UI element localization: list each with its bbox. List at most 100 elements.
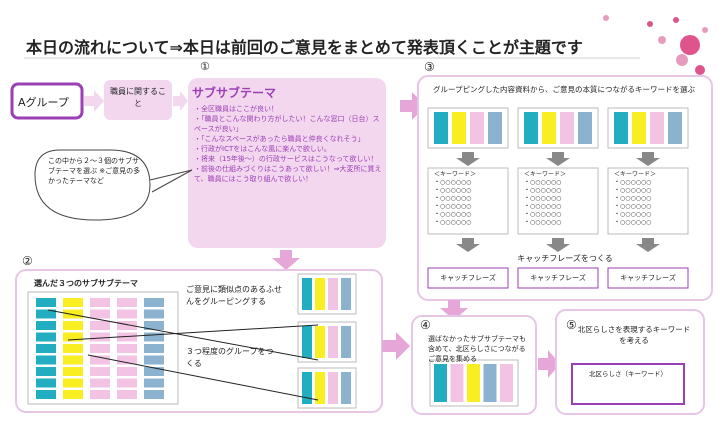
sticky-note bbox=[90, 355, 110, 365]
step3-number: ③ bbox=[424, 60, 435, 74]
sticky-note bbox=[117, 367, 137, 376]
down-arrow bbox=[636, 152, 660, 166]
subtheme-bullet-list: ・全区職員はここが良い！ ・「職員とこんな関わり方がしたい！こんな窓口（日台）ス… bbox=[194, 104, 384, 184]
step3-header: グループピングした内容資料から、ご意見の本質につながるキーワードを選ぶ bbox=[432, 85, 696, 94]
sticky-note bbox=[668, 112, 682, 144]
sticky-note bbox=[144, 355, 164, 365]
sticky-note bbox=[36, 309, 56, 319]
keyword-list: ＜キーワード＞・○○○○○○・○○○○○○・○○○○○○・○○○○○○・○○○○… bbox=[614, 171, 684, 227]
sticky-note bbox=[328, 326, 338, 358]
sticky-note bbox=[328, 278, 338, 310]
sticky-note bbox=[434, 112, 448, 144]
step1-number: ① bbox=[200, 60, 210, 73]
subtheme-panel bbox=[188, 78, 386, 248]
keyword-box bbox=[427, 167, 509, 235]
keyword-item: ・○○○○○○ bbox=[524, 203, 562, 210]
sticky-note bbox=[144, 378, 164, 388]
keyword-box bbox=[607, 167, 689, 235]
sticky-note bbox=[614, 112, 628, 144]
sticky-note bbox=[578, 112, 592, 144]
sticky-note bbox=[117, 355, 137, 365]
down-arrow bbox=[546, 238, 570, 252]
keyword-item: ・○○○○○○ bbox=[614, 203, 652, 210]
note-text: この中から２〜３個のサブサブテーマを選ぶ ※ご意見の多かったテーマなど bbox=[48, 157, 141, 185]
sticky-note bbox=[144, 344, 164, 353]
sticky-note bbox=[36, 298, 56, 307]
subtheme-heading: サブサブテーマ bbox=[192, 86, 277, 100]
step4-text: 選ばなかったサブサブテーマも含めて、北区らしさにつながるご意見を集める bbox=[428, 335, 526, 363]
sticky-note bbox=[117, 321, 137, 330]
arrow-step1-to-step3 bbox=[400, 92, 426, 120]
keyword-item: ・○○○○○○ bbox=[614, 219, 652, 226]
sticky-note bbox=[90, 321, 110, 330]
arrow-step4-to-step5 bbox=[538, 350, 560, 378]
step3-columns bbox=[427, 107, 689, 289]
keyword-item: ・○○○○○○ bbox=[614, 187, 652, 194]
arrow-step1-to-step2 bbox=[272, 250, 300, 270]
sticky-note bbox=[36, 390, 56, 399]
arrow-step3-to-step4 bbox=[440, 300, 468, 320]
sticky-note bbox=[524, 112, 538, 144]
keyword-item: ・○○○○○○ bbox=[434, 203, 472, 210]
catchphrase-label: キャッチフレーズ bbox=[620, 274, 676, 282]
sticky-note bbox=[90, 298, 110, 307]
catchphrase-box bbox=[517, 267, 599, 289]
arrow-step2-to-step4 bbox=[382, 332, 410, 360]
subtheme-bullet: ・将来（15年後〜）の行政サービスはこうなって欲しい！ bbox=[194, 155, 378, 163]
sticky-note bbox=[90, 367, 110, 376]
sticky-note bbox=[90, 309, 110, 319]
arrow-topic-to-subtheme bbox=[173, 91, 188, 111]
keyword-item: ・○○○○○○ bbox=[524, 211, 562, 218]
sticky-note bbox=[434, 364, 447, 402]
sticky-note bbox=[36, 321, 56, 330]
keyword-item: ・○○○○○○ bbox=[434, 195, 472, 202]
sticky-note bbox=[90, 332, 110, 342]
sticky-note bbox=[63, 367, 83, 376]
sticky-note bbox=[144, 390, 164, 399]
step2-group-boards bbox=[297, 273, 357, 409]
sticky-note bbox=[452, 112, 466, 144]
sticky-note bbox=[144, 298, 164, 307]
catchphrase-label: キャッチフレーズ bbox=[440, 274, 496, 282]
catchphrase-label: キャッチフレーズ bbox=[530, 274, 586, 282]
sticky-note bbox=[144, 367, 164, 376]
sticky-note bbox=[63, 298, 83, 307]
sticky-note bbox=[632, 112, 646, 144]
sticky-note bbox=[90, 378, 110, 388]
step5-text: 北区らしさを表現するキーワードを考える bbox=[577, 325, 691, 345]
keyword-label: ＜キーワード＞ bbox=[434, 171, 477, 178]
a-group-label: Aグループ bbox=[18, 96, 69, 109]
keyword-item: ・○○○○○○ bbox=[434, 187, 472, 194]
a-group-box bbox=[10, 82, 84, 120]
sticky-note bbox=[560, 112, 574, 144]
sticky-note bbox=[36, 355, 56, 365]
sticky-note bbox=[117, 309, 137, 319]
keyword-item: ・○○○○○○ bbox=[524, 195, 562, 202]
keyword-item: ・○○○○○○ bbox=[614, 179, 652, 186]
sticky-note bbox=[63, 321, 83, 330]
topic-label: 職員に関すること bbox=[110, 87, 166, 108]
catchphrase-box bbox=[607, 267, 689, 289]
down-arrow bbox=[456, 238, 480, 252]
sticky-note bbox=[117, 378, 137, 388]
subtheme-bullet: ・前後の仕組みづくりはこうあって欲しい！⇒大変所に質えて、職員にはこう取り組んで… bbox=[194, 165, 382, 183]
sticky-note bbox=[90, 390, 110, 399]
note-callout-tail bbox=[149, 169, 193, 193]
keyword-label: ＜キーワード＞ bbox=[614, 171, 657, 178]
step2-panel-title: 選んだ３つのサブサブテーマ bbox=[34, 279, 138, 288]
sticky-note bbox=[650, 112, 664, 144]
step5-keyword-box bbox=[571, 363, 685, 405]
subtheme-bullet: ・「職員とこんな関わり方がしたい！こんな窓口（日台）スペースが良い」 bbox=[194, 115, 380, 133]
keyword-item: ・○○○○○○ bbox=[524, 219, 562, 226]
slide-title: 本日の流れについて⇒本日は前回のご意見をまとめて発表頂くことが主題です bbox=[26, 38, 583, 57]
sticky-note bbox=[483, 364, 497, 402]
sticky-note bbox=[315, 372, 325, 404]
sticky-note bbox=[144, 321, 164, 330]
keyword-item: ・○○○○○○ bbox=[614, 195, 652, 202]
sticky-note bbox=[117, 344, 137, 353]
step2-sticky-grid bbox=[36, 298, 164, 399]
note-callout bbox=[34, 149, 151, 221]
down-arrow bbox=[546, 152, 570, 166]
sticky-note bbox=[488, 112, 502, 144]
